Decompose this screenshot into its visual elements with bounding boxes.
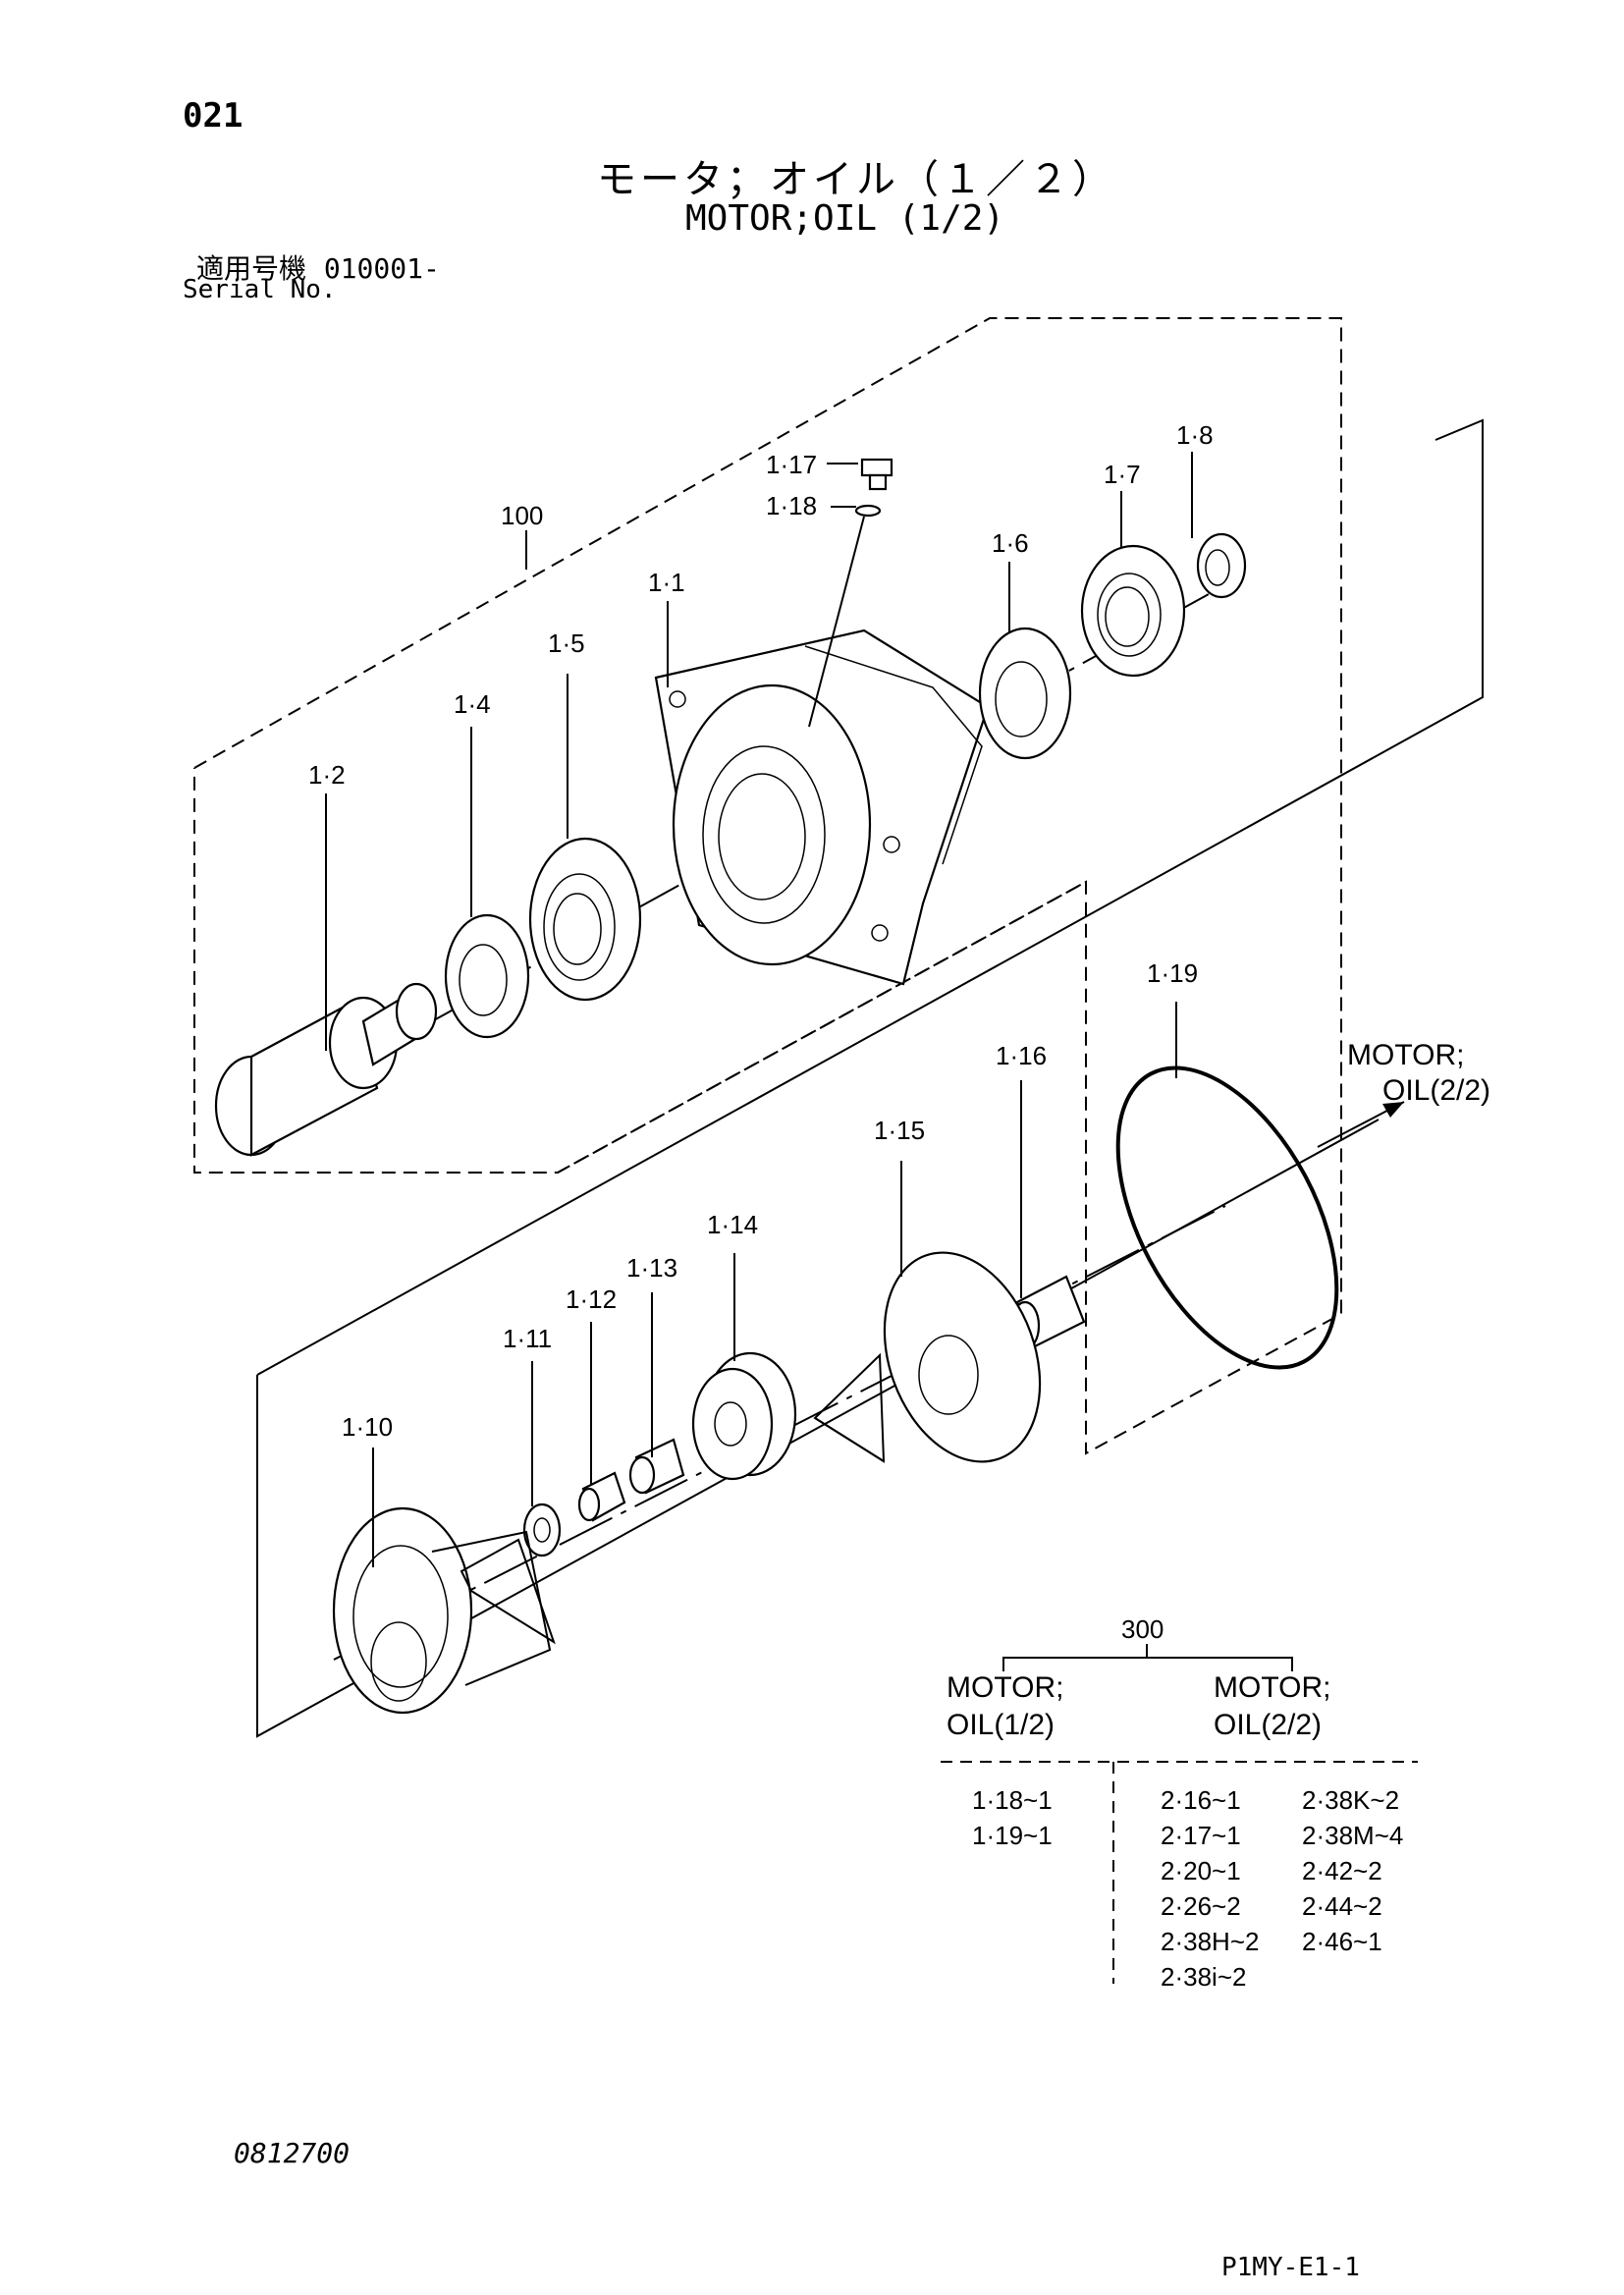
table-right-item: 2·16~1 <box>1161 1785 1241 1815</box>
label-1-12: 1·12 <box>566 1284 617 1314</box>
serial-label-english: Serial No. <box>183 275 337 304</box>
table-right-item: 2·46~1 <box>1302 1927 1382 1956</box>
table-right-item: 2·17~1 <box>1161 1821 1241 1850</box>
label-1-16: 1·16 <box>996 1041 1047 1070</box>
label-1-11: 1·11 <box>503 1324 552 1353</box>
label-1-1: 1·1 <box>648 568 685 597</box>
o-ring-1-18-part <box>854 504 882 518</box>
label-1-18: 1·18 <box>766 491 817 520</box>
document-code: 0812700 <box>234 2137 351 2169</box>
thrust-washer-part <box>522 1503 562 1557</box>
table-bracket <box>1002 1657 1293 1671</box>
table-left-title-1: MOTOR; <box>947 1671 1063 1704</box>
reference-label-line1: MOTOR; <box>1347 1039 1464 1071</box>
table-right-item: 2·38K~2 <box>1302 1785 1399 1815</box>
label-1-7: 1·7 <box>1104 460 1141 489</box>
table-header-300: 300 <box>1121 1614 1164 1644</box>
arrow-right-icon <box>1382 1102 1404 1118</box>
bushing-part <box>577 1471 626 1522</box>
label-1-10: 1·10 <box>342 1412 393 1442</box>
bearing-1-6-part <box>978 627 1072 760</box>
label-1-15: 1·15 <box>874 1116 925 1145</box>
bearing-1-5-part <box>528 837 642 1002</box>
label-1-2: 1·2 <box>308 760 346 790</box>
lower-assembly-bracket <box>256 418 1484 1376</box>
assembly-100-outline <box>193 317 1342 1455</box>
serial-number-line: 適用号機 010001- <box>196 247 440 287</box>
table-right-title-2: OIL(2/2) <box>1214 1709 1322 1741</box>
label-1-19: 1·19 <box>1147 958 1198 988</box>
seal-ring-part <box>444 913 530 1039</box>
label-1-13: 1·13 <box>626 1253 677 1283</box>
table-right-item: 2·38H~2 <box>1161 1927 1259 1956</box>
page-title-english: MOTOR;OIL (1/2) <box>685 198 1005 239</box>
table-right-item: 2·44~2 <box>1302 1891 1382 1921</box>
label-1-5: 1·5 <box>548 628 585 658</box>
label-1-4: 1·4 <box>454 689 491 719</box>
label-100: 100 <box>501 501 543 530</box>
bearing-1-7-part <box>1080 544 1186 678</box>
table-right-item: 2·26~2 <box>1161 1891 1241 1921</box>
planet-carrier-part <box>332 1506 556 1715</box>
reference-label-line2: OIL(2/2) <box>1382 1074 1490 1107</box>
o-ring-1-19-part <box>1115 1066 1339 1370</box>
table-right-item: 2·38M~4 <box>1302 1821 1403 1850</box>
label-1-17: 1·17 <box>766 450 817 479</box>
table-right-item: 2·38i~2 <box>1161 1962 1246 1992</box>
page-reference: P1MY-E1-1 <box>1221 2253 1360 2282</box>
page-number: 021 <box>183 96 244 136</box>
label-1-8: 1·8 <box>1176 420 1214 450</box>
label-1-6: 1·6 <box>992 528 1029 558</box>
table-left-title-2: OIL(1/2) <box>947 1709 1055 1741</box>
table-right-title-1: MOTOR; <box>1214 1671 1330 1704</box>
pinion-shaft-part <box>214 982 438 1157</box>
table-right-item: 2·42~2 <box>1302 1856 1382 1885</box>
planet-gear-part <box>691 1351 797 1481</box>
needle-bearing-part <box>628 1438 685 1495</box>
carrier-plate-part <box>813 1251 1042 1463</box>
lower-group-outline <box>557 881 1087 1174</box>
label-1-14: 1·14 <box>707 1210 758 1239</box>
motor-housing-part <box>654 628 990 986</box>
table-left-item: 1·19~1 <box>972 1821 1053 1850</box>
serial-label-japanese: 適用号機 <box>196 252 307 285</box>
lock-nut-part <box>1196 532 1247 599</box>
plug-part <box>860 458 893 491</box>
page-title-japanese: モータ；オイル（１／２） <box>597 157 1115 202</box>
table-right-item: 2·20~1 <box>1161 1856 1241 1885</box>
table-left-item: 1·18~1 <box>972 1785 1053 1815</box>
serial-value: 010001- <box>323 252 440 285</box>
